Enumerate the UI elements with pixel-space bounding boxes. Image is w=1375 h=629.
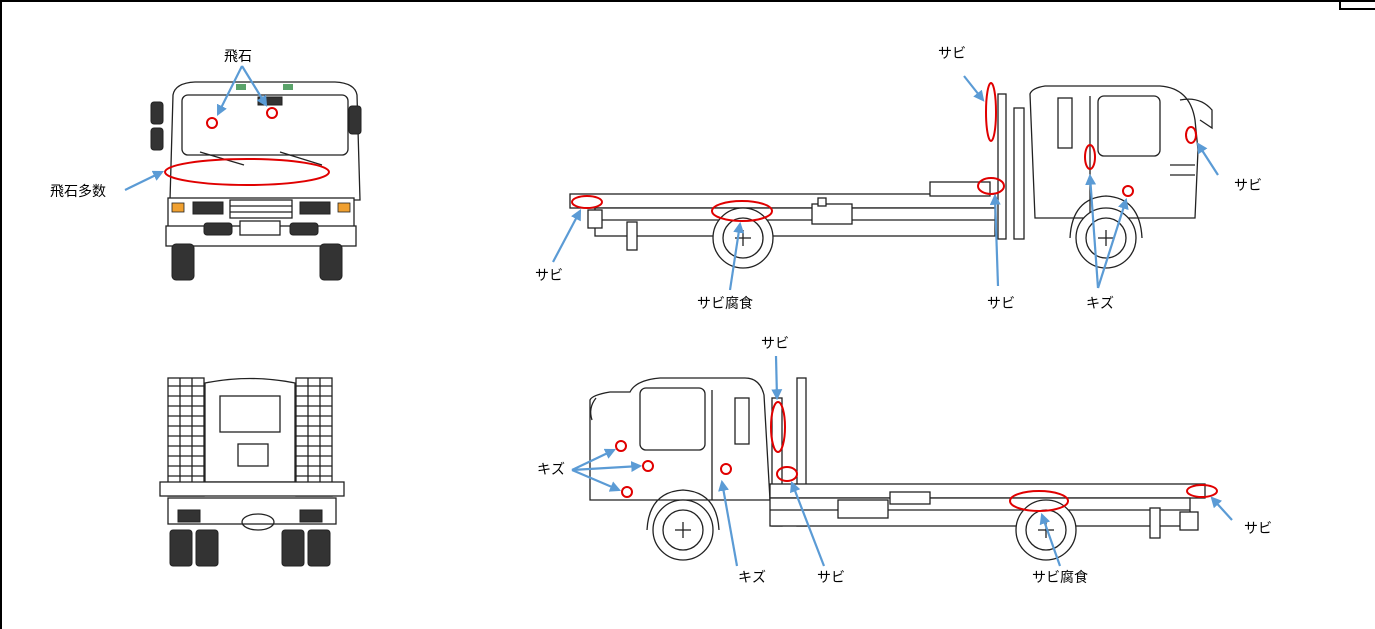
- truck-rear-view: [159, 377, 345, 567]
- label-ls-sabi-bottom: サビ: [817, 570, 845, 586]
- damage-marker: [621, 486, 633, 498]
- arrow: [989, 193, 1001, 287]
- arrow: [571, 448, 616, 471]
- label-rs-sabi-fushoku: サビ腐食: [697, 296, 753, 312]
- damage-marker: [985, 82, 997, 142]
- arrow: [718, 479, 739, 567]
- label-rs-kizu: キズ: [1086, 296, 1114, 312]
- arrow: [1039, 512, 1062, 567]
- label-hisoku-tasu: 飛石多数: [50, 184, 106, 200]
- arrow: [217, 65, 243, 116]
- arrow: [1096, 197, 1129, 289]
- damage-marker: [776, 466, 798, 482]
- arrow: [790, 480, 826, 567]
- arrow: [571, 461, 643, 473]
- arrow: [571, 468, 622, 492]
- arrow: [963, 75, 985, 102]
- arrow: [728, 221, 745, 291]
- damage-marker: [1009, 490, 1069, 512]
- arrow: [1085, 173, 1100, 289]
- label-rs-sabi-front: サビ: [535, 268, 563, 284]
- label-hisoku: 飛石: [224, 49, 252, 65]
- damage-marker: [164, 158, 330, 186]
- label-ls-sabi-fushoku: サビ腐食: [1032, 570, 1088, 586]
- damage-arrows: [124, 65, 1233, 567]
- damage-marker: [1084, 144, 1096, 170]
- arrow: [241, 65, 268, 107]
- damage-marker: [1186, 484, 1218, 498]
- damage-marker: [571, 195, 603, 209]
- label-ls-kizu-bottom: キズ: [738, 570, 766, 586]
- label-ls-kizu-left: キズ: [537, 462, 565, 478]
- corner-box: [1339, 0, 1375, 10]
- label-rs-sabi-top: サビ: [938, 46, 966, 62]
- truck-front-view: [150, 81, 362, 281]
- damage-markers: [164, 82, 1218, 512]
- damage-marker: [266, 107, 278, 119]
- arrow: [1196, 142, 1219, 176]
- damage-marker: [1122, 185, 1134, 197]
- label-rs-sabi-cab: サビ: [1234, 178, 1262, 194]
- damage-marker: [711, 200, 773, 222]
- arrow: [1210, 496, 1233, 521]
- damage-marker: [770, 401, 786, 453]
- damage-marker: [615, 440, 627, 452]
- label-ls-sabi-top: サビ: [761, 336, 789, 352]
- arrow: [771, 355, 783, 401]
- damage-marker: [1185, 126, 1197, 144]
- truck-left-side-view: [589, 377, 1206, 561]
- damage-marker: [720, 463, 732, 475]
- arrow: [552, 209, 582, 263]
- label-ls-sabi-rear: サビ: [1244, 521, 1272, 537]
- truck-right-side-view: [569, 85, 1213, 269]
- label-rs-sabi-rear: サビ: [987, 296, 1015, 312]
- arrow: [124, 170, 164, 191]
- damage-marker: [642, 460, 654, 472]
- damage-marker: [206, 117, 218, 129]
